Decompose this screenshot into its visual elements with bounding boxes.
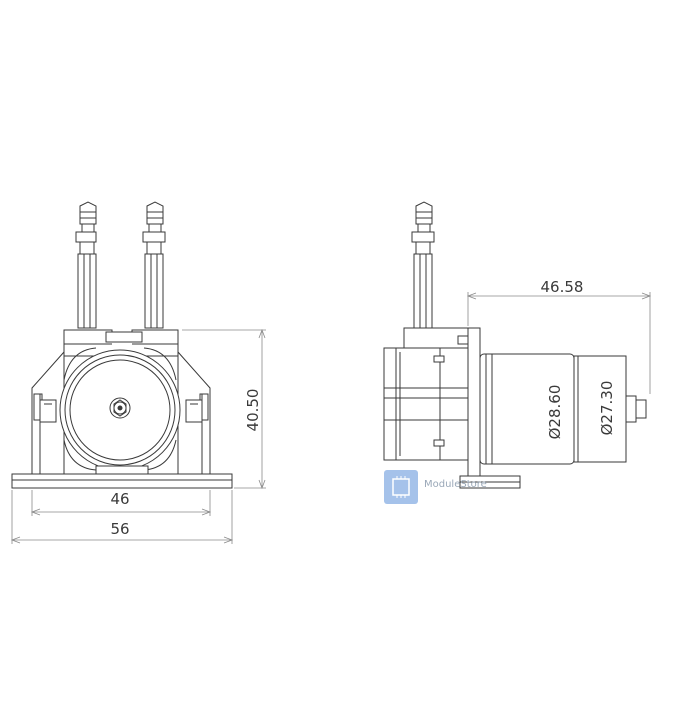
- motor-body: [479, 353, 647, 465]
- side-view: [383, 201, 647, 489]
- chip-logo-icon: [384, 470, 418, 504]
- dim-height-label: 40.50: [244, 389, 262, 432]
- dim-length-label: 46.58: [541, 278, 584, 296]
- base-plate: [11, 473, 233, 489]
- left-tube-fitting: [75, 201, 97, 329]
- watermark-text: ModuleStore: [424, 479, 487, 490]
- rotor-hub: [109, 397, 131, 419]
- right-tube-fitting: [142, 201, 166, 329]
- dim-outer-width-label: 56: [110, 520, 129, 538]
- pump-head-top: [63, 329, 179, 357]
- mounting-bracket: [31, 350, 211, 474]
- side-dimensions: [466, 292, 652, 394]
- side-pump-head: [383, 327, 469, 461]
- dim-diameter-inner-label: Ø27.30: [598, 381, 616, 436]
- front-dimensions: [10, 328, 266, 544]
- front-view: [11, 201, 233, 489]
- side-bracket: [459, 327, 521, 489]
- side-tube-fitting: [411, 201, 435, 329]
- watermark: ModuleStore: [384, 470, 487, 504]
- dim-inner-width-label: 46: [110, 490, 129, 508]
- dim-diameter-outer-label: Ø28.60: [546, 385, 564, 440]
